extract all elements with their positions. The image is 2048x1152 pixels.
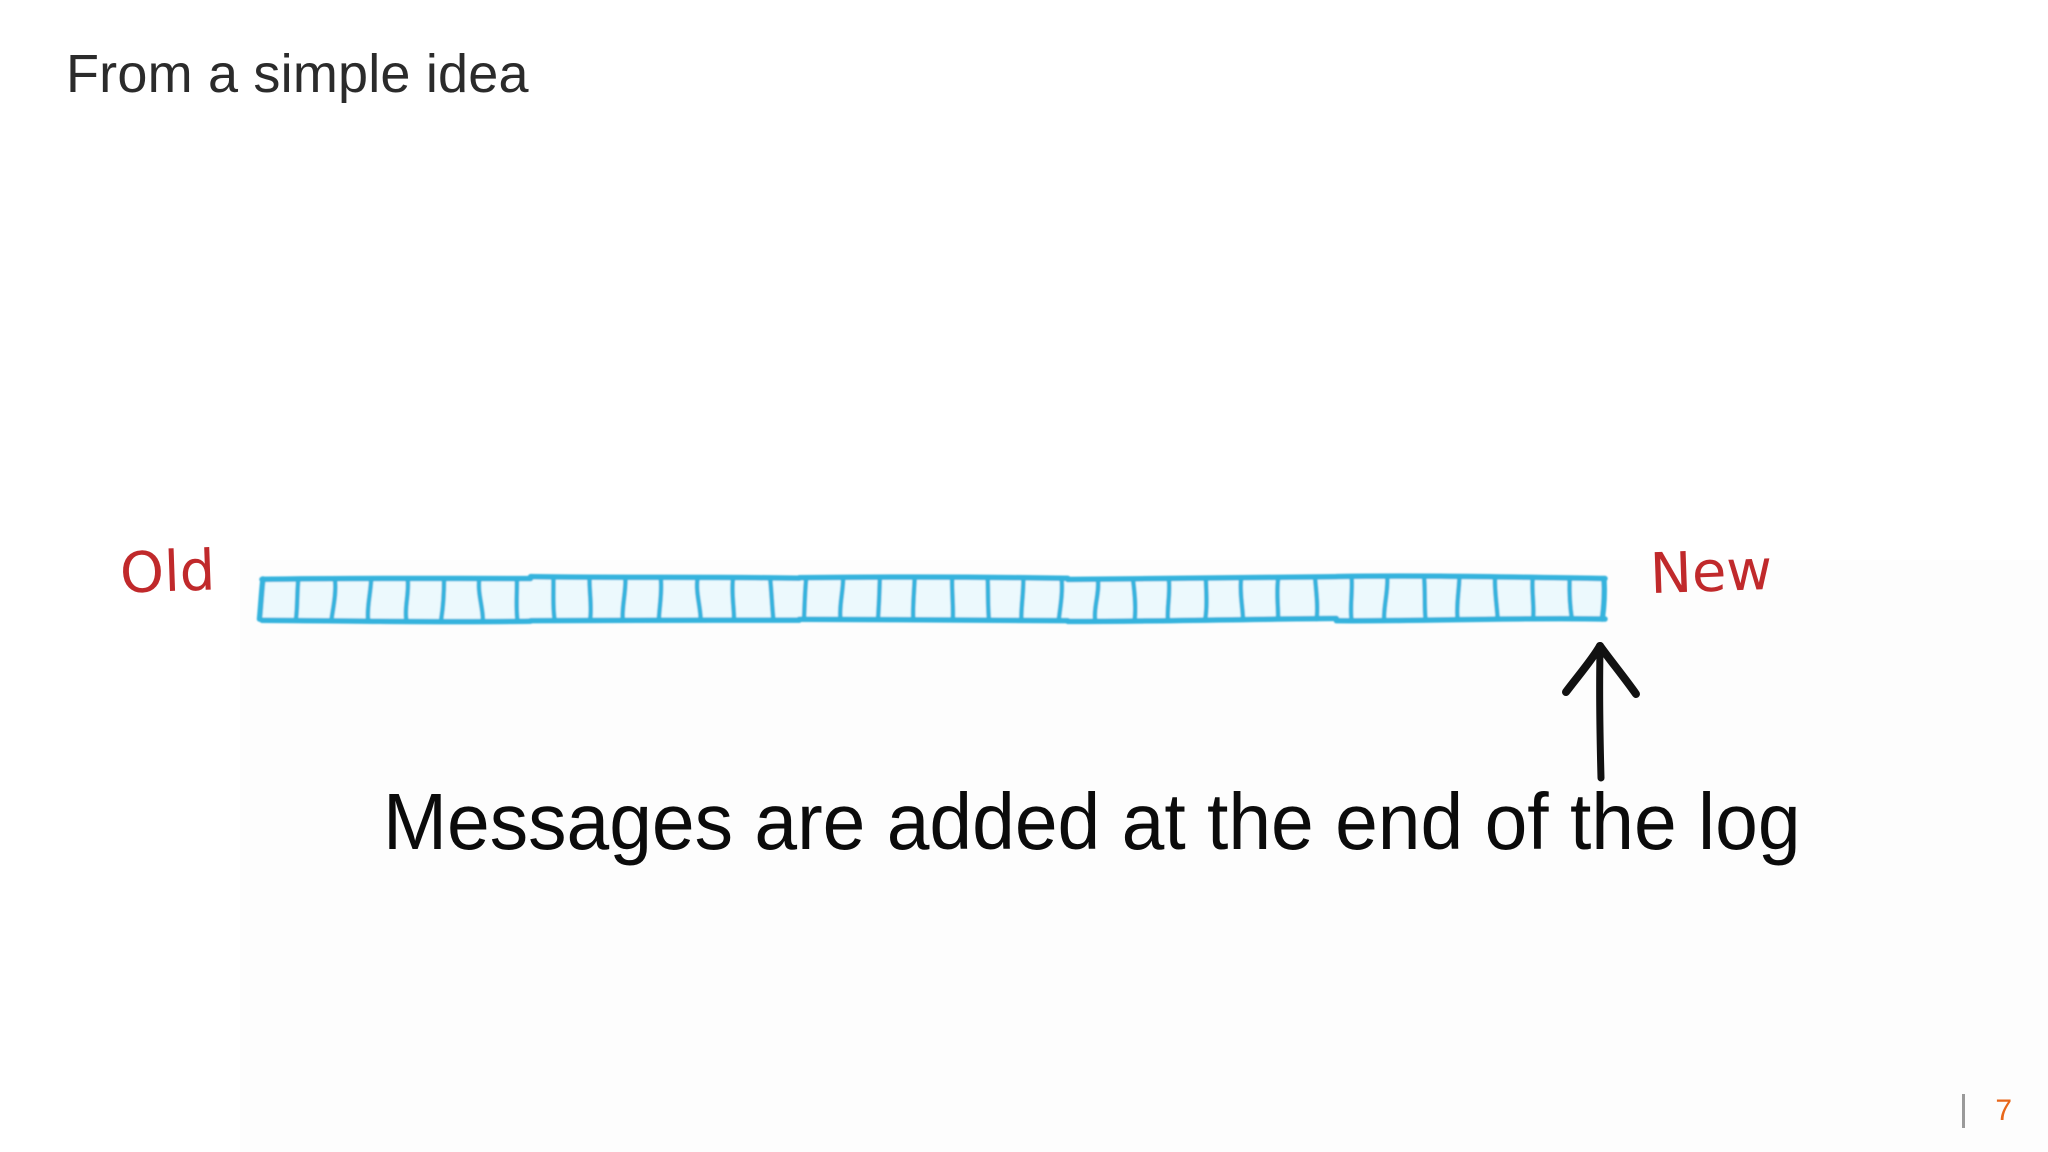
page-title: From a simple idea xyxy=(66,44,529,104)
append-arrow-icon xyxy=(1562,642,1640,782)
page-number: 7 xyxy=(1995,1094,2012,1127)
caption-text: Messages are added at the end of the log xyxy=(383,777,1801,866)
label-new: New xyxy=(1648,537,1774,608)
footer-divider xyxy=(1962,1094,1966,1128)
label-old: Old xyxy=(118,538,217,607)
log-cells-group xyxy=(256,573,1608,625)
slide-footer: 7 xyxy=(1962,1094,2012,1128)
